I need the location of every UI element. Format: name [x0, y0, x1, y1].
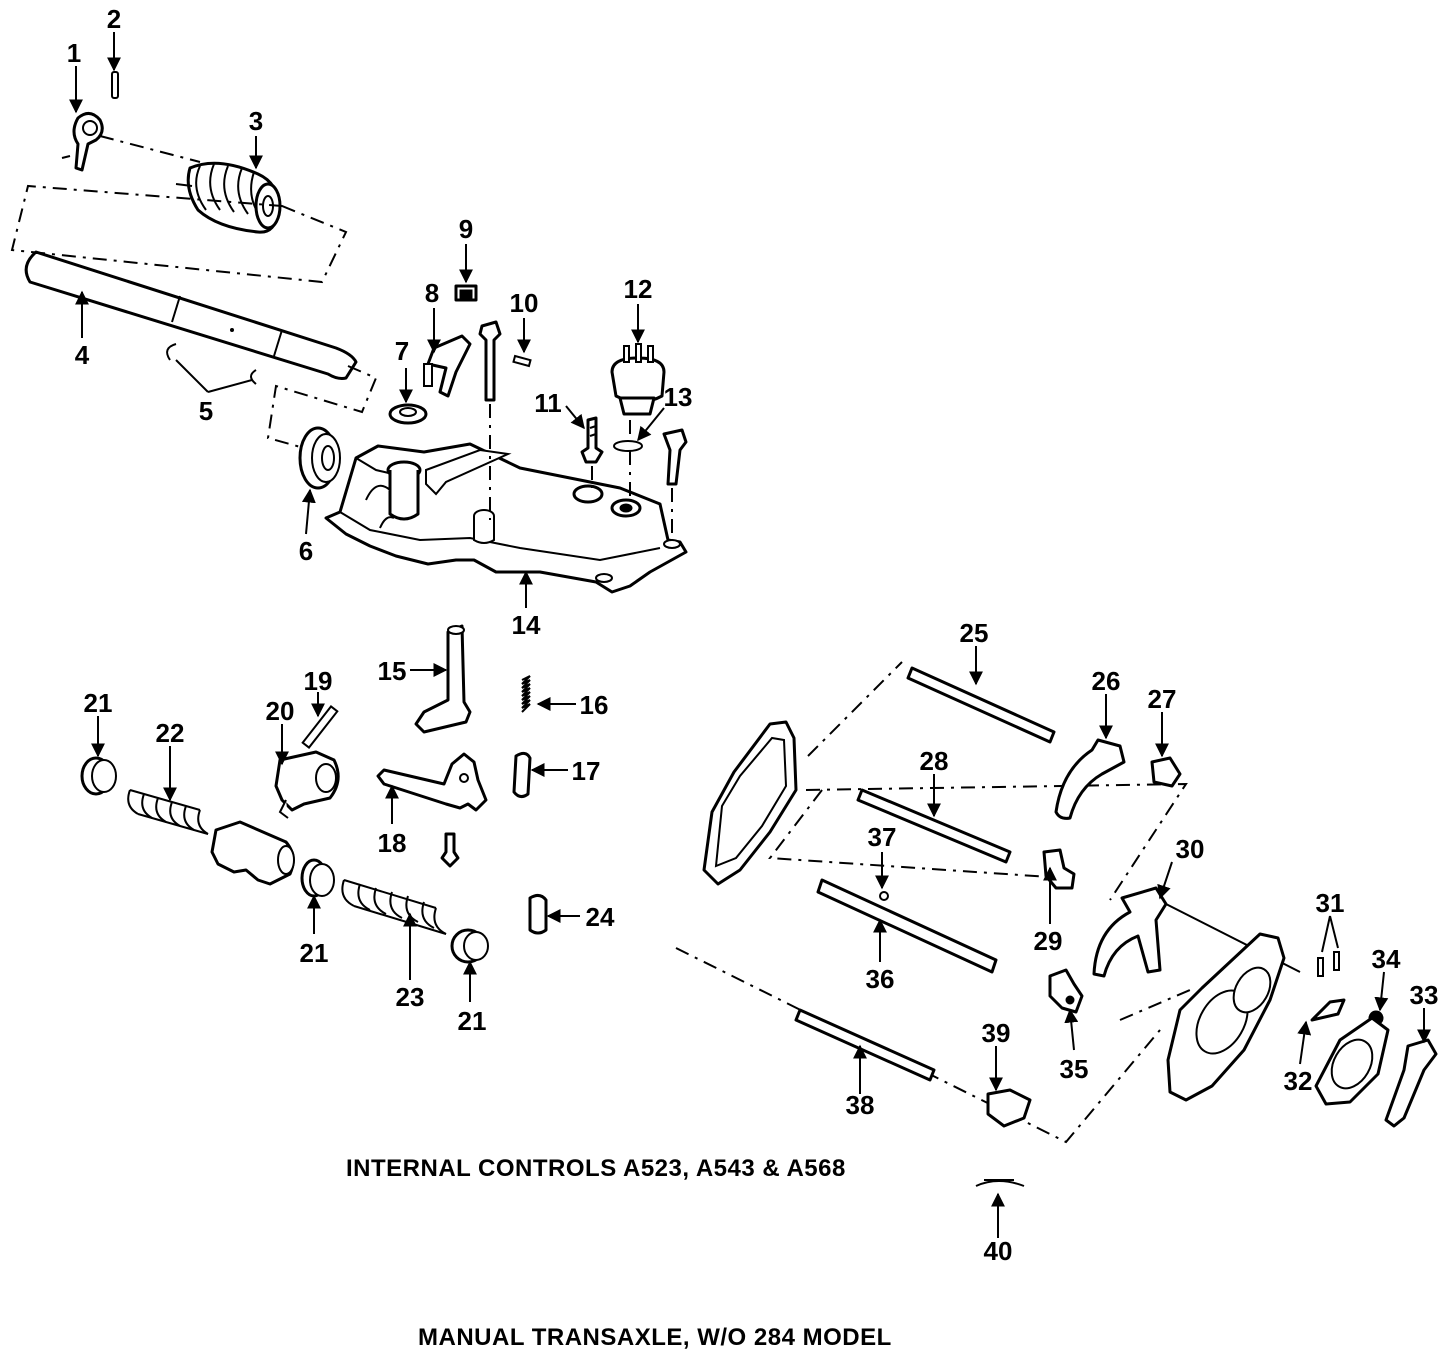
- callout-40: 40: [984, 1236, 1013, 1266]
- part-39-lug: [986, 1088, 1032, 1128]
- part-9-clip: [454, 284, 478, 302]
- callout-13: 13: [664, 382, 693, 412]
- caption-internal-controls: INTERNAL CONTROLS A523, A543 & A568: [346, 1155, 846, 1182]
- callout-12: 12: [624, 274, 653, 304]
- callout-10: 10: [510, 288, 539, 318]
- part-2-pin: [111, 71, 119, 99]
- part-11-bolt: [580, 416, 604, 488]
- callout-1: 1: [67, 38, 81, 68]
- callout-16: 16: [580, 690, 609, 720]
- end-cover-gasket: [1314, 1016, 1390, 1106]
- part-21-ring-a: [80, 756, 117, 796]
- part-21-ring-c: [450, 928, 489, 964]
- cover-bolt-right: [662, 428, 688, 538]
- part-21-ring-b: [300, 858, 335, 898]
- rear-case-housing: [1166, 932, 1286, 1102]
- part-20-fork-block: [274, 750, 340, 819]
- part-36-rail: [816, 878, 998, 974]
- part-40-clip: [975, 1179, 1025, 1187]
- part-35-lug: [1048, 968, 1084, 1014]
- part-23-spring: [341, 879, 447, 935]
- callout-39: 39: [982, 1018, 1011, 1048]
- callout-2: 2: [107, 4, 121, 34]
- part-15-shift-shaft: [414, 624, 472, 734]
- dashed-line-1-3: [10, 135, 348, 284]
- callout-6: 6: [299, 536, 313, 566]
- part-18-gate: [376, 752, 488, 868]
- callout-22: 22: [156, 718, 185, 748]
- callout-37: 37: [868, 822, 897, 852]
- part-12-switch: [610, 343, 666, 500]
- part-31-pins: [1317, 951, 1340, 977]
- callout-3: 3: [249, 106, 263, 136]
- callout-30: 30: [1176, 834, 1205, 864]
- leader-arrows: [69, 32, 1431, 1238]
- dashed-outline-right: [675, 661, 1191, 1144]
- callout-29: 29: [1034, 926, 1063, 956]
- callout-5: 5: [199, 396, 213, 426]
- part-32-plate: [1310, 998, 1346, 1022]
- part-14-shift-cover: [324, 442, 688, 594]
- shift-cover-bolt: [478, 320, 502, 520]
- callout-15: 15: [378, 656, 407, 686]
- part-37-detent: [879, 891, 889, 901]
- callout-17: 17: [572, 756, 601, 786]
- callout-26: 26: [1092, 666, 1121, 696]
- callout-35: 35: [1060, 1054, 1089, 1084]
- callout-36: 36: [866, 964, 895, 994]
- callout-14: 14: [512, 610, 541, 640]
- part-7-bushing: [388, 403, 428, 425]
- callout-7: 7: [395, 336, 409, 366]
- callout-20: 20: [266, 696, 295, 726]
- callout-32: 32: [1284, 1066, 1313, 1096]
- part-27-block: [1150, 756, 1182, 788]
- part-38-rail: [794, 1008, 936, 1082]
- part-19-pin: [301, 705, 339, 749]
- part-5-clips: [166, 343, 257, 385]
- caption-model: MANUAL TRANSAXLE, W/O 284 MODEL: [418, 1324, 892, 1351]
- callout-31: 31: [1316, 888, 1345, 918]
- part-26-fork: [1054, 738, 1126, 820]
- part-22-spring: [127, 789, 209, 835]
- part-10-pin: [512, 354, 532, 368]
- callout-25: 25: [960, 618, 989, 648]
- callout-19: 19: [304, 666, 333, 696]
- callout-9: 9: [459, 214, 473, 244]
- part-33-lever: [1384, 1038, 1438, 1128]
- part-3-spring: [175, 161, 282, 234]
- part-1-shift-lever: [61, 112, 104, 172]
- callout-33: 33: [1410, 980, 1439, 1010]
- callout-11: 11: [534, 388, 562, 418]
- part-13-washer: [613, 440, 643, 452]
- part-8-lever: [423, 334, 472, 398]
- callout-23: 23: [396, 982, 425, 1012]
- part-24-pin: [528, 893, 548, 935]
- callout-21-a: 21: [84, 688, 113, 718]
- callout-21-c: 21: [458, 1006, 487, 1036]
- callout-21-b: 21: [300, 938, 329, 968]
- callout-18: 18: [378, 828, 407, 858]
- part-16-spring: [521, 675, 531, 713]
- case-gasket-plate: [702, 720, 798, 886]
- callout-28: 28: [920, 746, 949, 776]
- callout-27: 27: [1148, 684, 1177, 714]
- detent-housing: [210, 820, 295, 886]
- callout-24: 24: [586, 902, 615, 932]
- callout-numbers: 1 2 3 4 5 6 7 8 9 10 11 12 13 14 15 16 1…: [67, 4, 1439, 1266]
- part-17-pin: [512, 751, 532, 799]
- callout-8: 8: [425, 278, 439, 308]
- part-25-rail: [906, 666, 1056, 744]
- part-6-seal: [298, 426, 341, 490]
- callout-4: 4: [75, 340, 90, 370]
- part-4-shift-rail: [24, 250, 358, 380]
- part-30-fork: [1092, 886, 1301, 978]
- callout-38: 38: [846, 1090, 875, 1120]
- callout-34: 34: [1372, 944, 1401, 974]
- part-29-lug: [1042, 848, 1076, 890]
- part-28-rail: [856, 788, 1012, 864]
